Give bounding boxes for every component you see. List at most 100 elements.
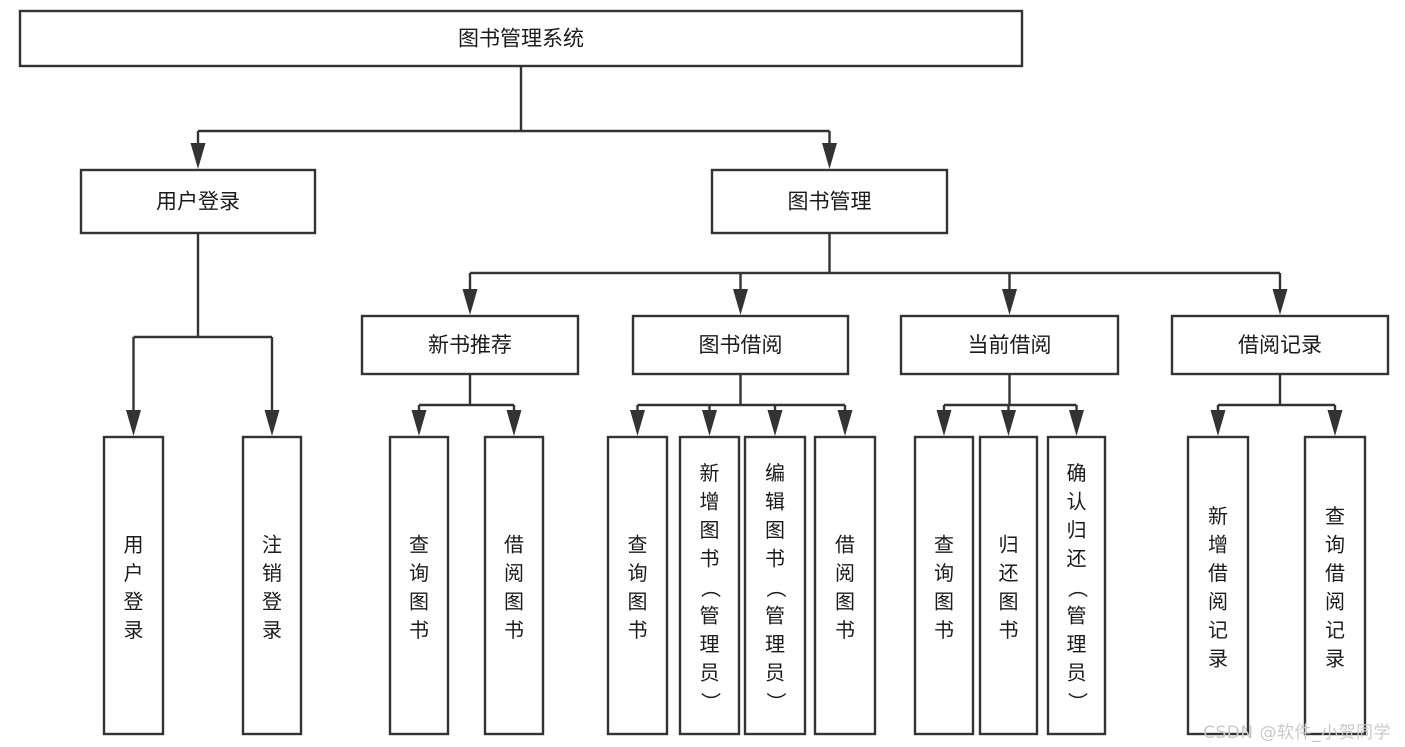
node-label-char: 认 [1067,490,1087,514]
node-l2_3[interactable]: 借阅记录 [1170,314,1390,376]
node-label-char: 图 [628,589,648,613]
node-label-char: 户 [124,561,144,585]
node-box[interactable] [813,435,877,736]
edge-group-l2_2 [936,374,1084,436]
node-label-char: 询 [1325,532,1345,556]
node-label-char: 新 [1208,504,1228,528]
node-box[interactable] [978,435,1039,736]
node-box[interactable] [631,314,850,376]
edge-layer [126,66,1343,436]
node-label-char: （ [1066,578,1090,598]
node-layer: 图书管理系统用户登录图书管理新书推荐图书借阅当前借阅借阅记录用户登录注销登录查询… [18,9,1390,736]
node-label-char: 借 [835,532,855,556]
node-label-char: 图 [934,589,954,613]
node-l2_2[interactable]: 当前借阅 [899,314,1120,376]
node-label-char: 销 [262,561,282,585]
node-box[interactable] [710,168,949,235]
node-l1_0[interactable]: 用户登录 [79,168,317,235]
node-box[interactable] [241,435,303,736]
node-label-char: 图 [700,518,720,542]
arrow-head-icon [126,410,141,436]
node-root[interactable]: 图书管理系统 [18,9,1024,68]
node-label-char: 书 [628,618,648,642]
node-label-char: 查 [934,532,954,556]
node-label-char: 员 [765,661,785,685]
node-leaf_0[interactable]: 用户登录 [102,435,165,736]
node-label-char: 归 [999,532,1019,556]
node-label-char: 还 [1067,547,1087,571]
node-label-char: 增 [1208,532,1228,556]
node-label-char: 记 [1325,618,1345,642]
arrow-head-icon [1210,410,1226,436]
node-box[interactable] [606,435,669,736]
node-label-char: （ [699,578,723,598]
node-label-char: 书 [700,547,720,571]
node-label-char: 管 [765,604,785,628]
node-label: 图书管理系统 [458,27,584,51]
node-box[interactable] [913,435,975,736]
node-label-char: 记 [1208,618,1228,642]
node-l2_0[interactable]: 新书推荐 [360,314,580,376]
node-box[interactable] [360,314,580,376]
node-label-char: 查 [1325,504,1345,528]
node-label-char: ） [764,692,788,712]
node-label-char: 书 [999,618,1019,642]
node-box[interactable] [1303,435,1367,736]
edge-group-l2_0 [411,374,522,436]
arrow-head-icon [264,410,280,436]
node-box[interactable] [678,435,741,736]
arrow-head-icon [506,410,522,436]
arrow-head-icon [822,143,837,169]
node-label-char: 书 [835,618,855,642]
node-label-char: 注 [262,532,282,556]
node-box[interactable] [102,435,165,736]
node-box[interactable] [18,9,1024,68]
node-label-char: 员 [700,661,720,685]
node-label-char: 借 [504,532,524,556]
node-label-char: 增 [700,490,720,514]
node-box[interactable] [483,435,545,736]
node-label-char: 图 [765,518,785,542]
node-label-char: 归 [1067,518,1087,542]
node-box[interactable] [1186,435,1250,736]
node-label-char: 图 [409,589,429,613]
arrow-head-icon [767,410,783,436]
node-box[interactable] [1046,435,1107,736]
node-box[interactable] [899,314,1120,376]
node-box[interactable] [1170,314,1390,376]
node-label-char: ） [699,692,723,712]
node-label-char: 录 [262,618,282,642]
arrow-head-icon [1272,289,1288,315]
node-box[interactable] [79,168,317,235]
arrow-head-icon [1327,410,1343,436]
arrow-head-icon [702,410,717,436]
node-label-char: 询 [628,561,648,585]
node-label-char: 阅 [1208,589,1228,613]
node-label-char: 确 [1067,461,1087,485]
node-label-char: 录 [1325,646,1345,670]
node-l2_1[interactable]: 图书借阅 [631,314,850,376]
node-l1_1[interactable]: 图书管理 [710,168,949,235]
node-label: 用户登录 [156,190,240,214]
node-label-char: 阅 [835,561,855,585]
arrow-head-icon [1002,289,1017,315]
edge-group-l1_1 [462,233,1288,315]
node-box[interactable] [388,435,450,736]
node-box[interactable] [743,435,807,736]
node-label-char: 借 [1208,561,1228,585]
node-label-char: ） [1066,692,1090,712]
node-label-char: 书 [934,618,954,642]
